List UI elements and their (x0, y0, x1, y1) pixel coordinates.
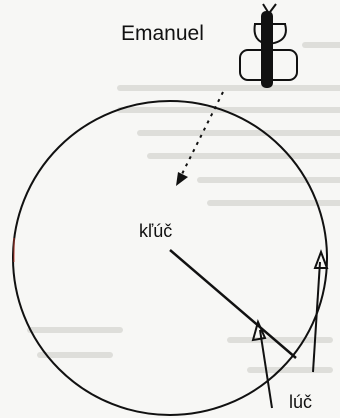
dotted-arrow (176, 92, 223, 186)
edge-arrow-right (313, 252, 327, 372)
label-kluc: kľúč (139, 221, 172, 242)
bell-shaped-figure-icon (240, 4, 297, 87)
label-emanuel: Emanuel (121, 22, 204, 46)
bleed-through-text (30, 45, 340, 370)
label-luc: lúč (289, 392, 312, 413)
